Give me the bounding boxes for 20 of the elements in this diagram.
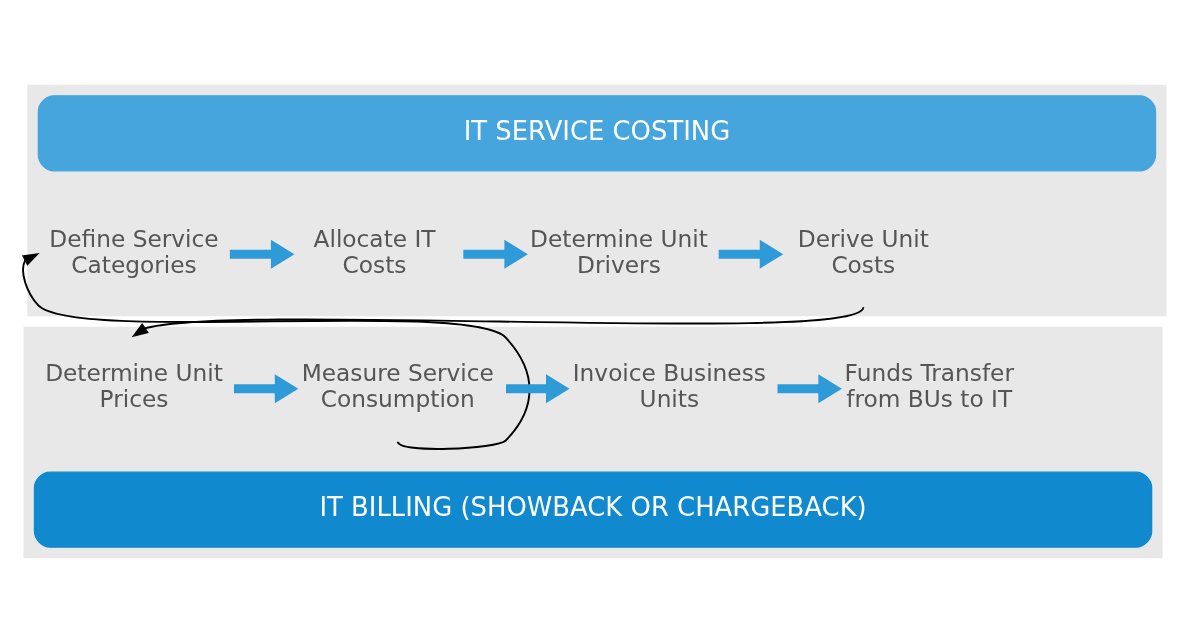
cluster: [27, 84, 1167, 316]
node-text: Allocate IT Costs: [313, 224, 436, 278]
arrow: [718, 239, 784, 269]
node-box: IT SERVICE COSTING: [37, 94, 1157, 171]
node-box: IT BILLING (SHOWBACK OR CHARGEBACK): [33, 471, 1153, 548]
node-text: Determine Unit Drivers: [530, 224, 708, 278]
node-text: Funds Transfer from BUs to IT: [844, 359, 1014, 412]
arrow: [131, 305, 865, 337]
node-text: Derive Unit Costs: [797, 224, 929, 278]
arrow: [506, 373, 570, 403]
arrow: [777, 373, 842, 403]
cluster: [23, 326, 1163, 558]
arrow: [229, 239, 295, 269]
arrow: [234, 373, 299, 403]
arrow: [22, 252, 531, 450]
node-text: Measure Service Consumption: [301, 359, 494, 412]
node-text: Define Service Categories: [49, 224, 219, 278]
node-text: Invoice Business Units: [572, 359, 766, 412]
arrow: [463, 239, 528, 269]
node-text: Determine Unit Prices: [45, 359, 223, 412]
